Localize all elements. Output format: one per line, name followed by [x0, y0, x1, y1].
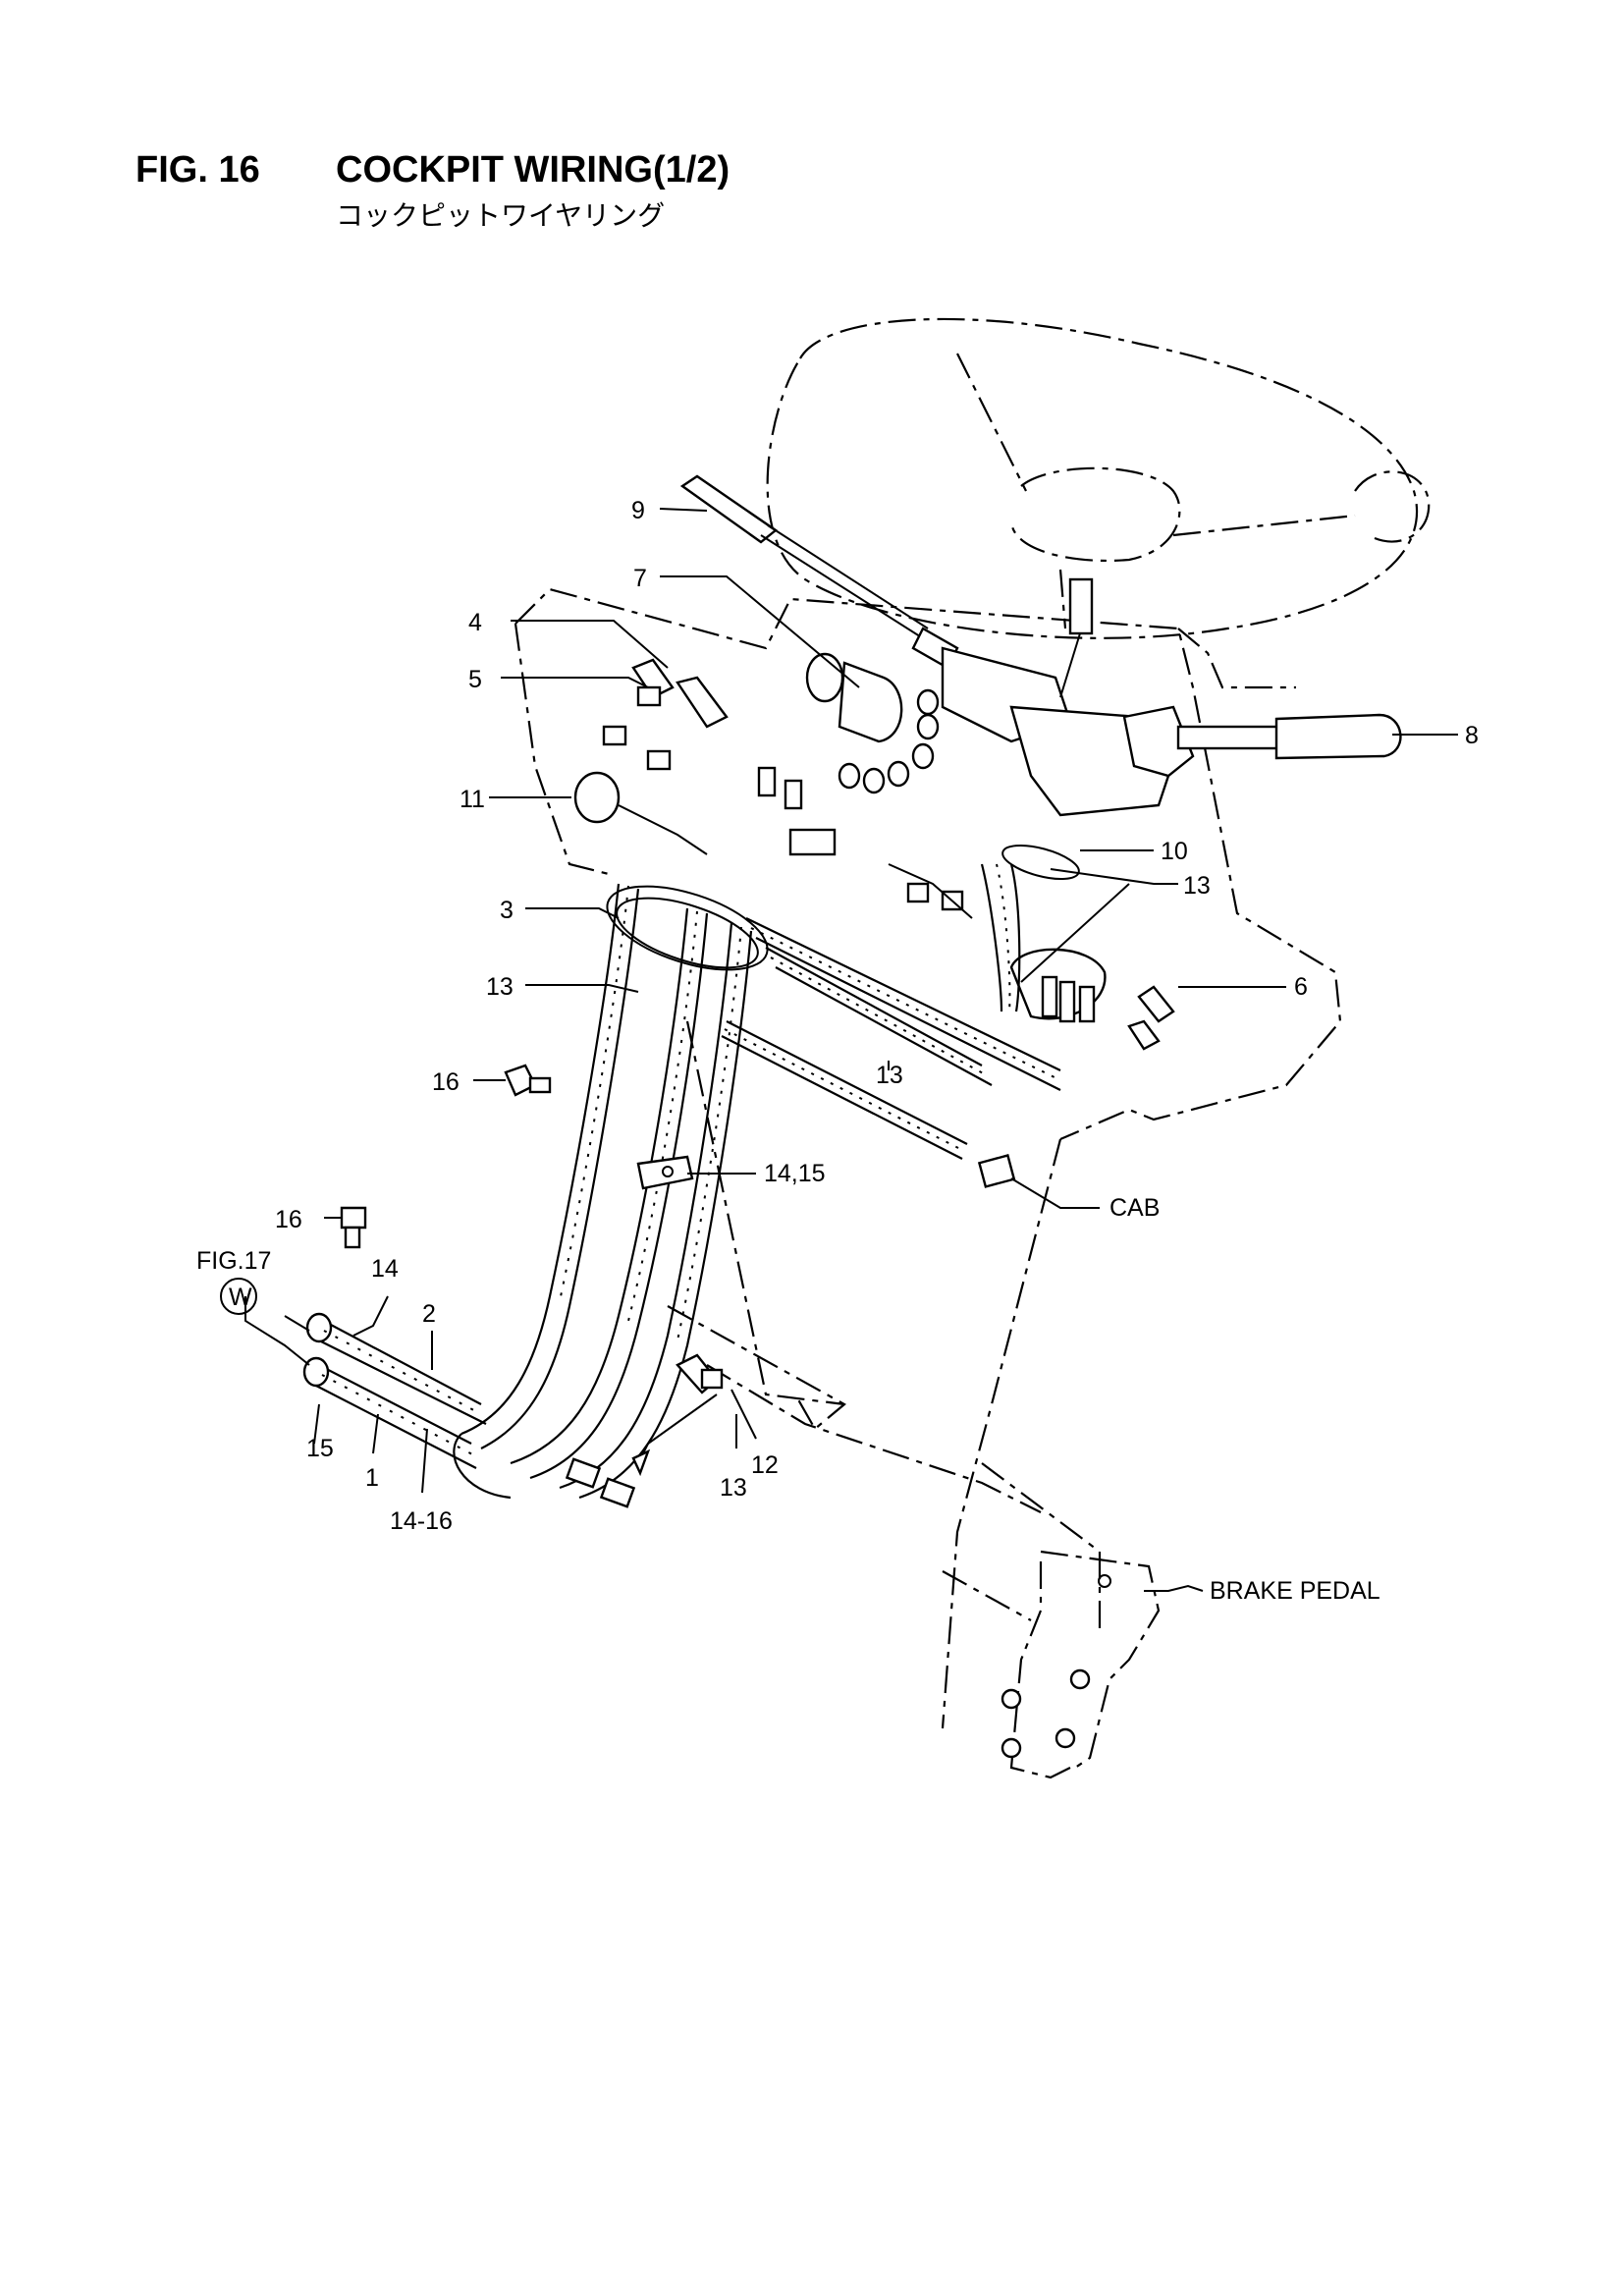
- combination-switch: [941, 577, 1170, 817]
- callout-13-left: 13: [486, 973, 514, 1001]
- part-7-buzzer: [805, 652, 903, 743]
- part-12-brake-switch: [631, 1353, 724, 1477]
- reference-w: W: [229, 1284, 252, 1311]
- callout-14: 14: [371, 1255, 399, 1283]
- callout-labels: 9 7 4 5 8 11 10 13 3 6 13 13 16 14,15 CA…: [196, 497, 1479, 1605]
- reference-fig17: FIG.17: [196, 1247, 271, 1275]
- parts-4-5-switches: [602, 658, 729, 771]
- callout-11: 11: [460, 786, 485, 813]
- callout-15: 15: [306, 1435, 334, 1462]
- branch-harness-1-2: [302, 1312, 636, 1508]
- clamp-3: [606, 885, 769, 971]
- bolt-16-upper: [504, 1064, 552, 1097]
- part-11: [573, 771, 708, 855]
- brake-pedal-outline: [1001, 1550, 1161, 1779]
- callout-14-16: 14-16: [390, 1507, 453, 1535]
- clamp-10: [1001, 844, 1080, 881]
- lever-8: [1122, 705, 1402, 778]
- clamp-14-15: [636, 1155, 694, 1190]
- callout-12: 12: [751, 1451, 779, 1479]
- callout-13-bottom: 13: [720, 1474, 747, 1502]
- steering-column-outline: [667, 1020, 1102, 1729]
- callout-16-upper: 16: [432, 1068, 460, 1096]
- bolt-16-lower: [340, 1206, 367, 1249]
- circle-w-marker: [220, 1278, 257, 1315]
- callout-8: 8: [1465, 722, 1479, 749]
- callout-2: 2: [422, 1300, 436, 1328]
- callout-9: 9: [631, 497, 645, 524]
- callout-16-lower: 16: [275, 1206, 302, 1233]
- callout-cab: CAB: [1109, 1194, 1160, 1222]
- callout-3: 3: [500, 897, 514, 924]
- panel-connectors: [757, 688, 973, 919]
- callout-6: 6: [1294, 973, 1308, 1001]
- callout-4: 4: [468, 609, 482, 636]
- part-6-switch: [1009, 948, 1175, 1051]
- dash-panel-outline: [514, 587, 1342, 1141]
- right-harness: [721, 863, 1061, 1188]
- callout-14-15: 14,15: [764, 1160, 826, 1187]
- callout-13-right: 13: [1183, 872, 1211, 900]
- figure-subtitle: コックピットワイヤリング: [336, 199, 666, 232]
- callout-leaders: [244, 508, 1458, 1592]
- callout-5: 5: [468, 666, 482, 693]
- callout-10: 10: [1161, 838, 1188, 865]
- callout-brake-pedal: BRAKE PEDAL: [1210, 1577, 1380, 1605]
- callout-13-mid: 13: [876, 1062, 903, 1089]
- figure-number: FIG. 16: [135, 149, 260, 191]
- steering-wheel-outline: [766, 317, 1431, 639]
- figure-title: COCKPIT WIRING(1/2): [336, 149, 730, 191]
- lever-9: [679, 474, 959, 670]
- callout-7: 7: [633, 565, 647, 592]
- callout-1: 1: [365, 1464, 379, 1492]
